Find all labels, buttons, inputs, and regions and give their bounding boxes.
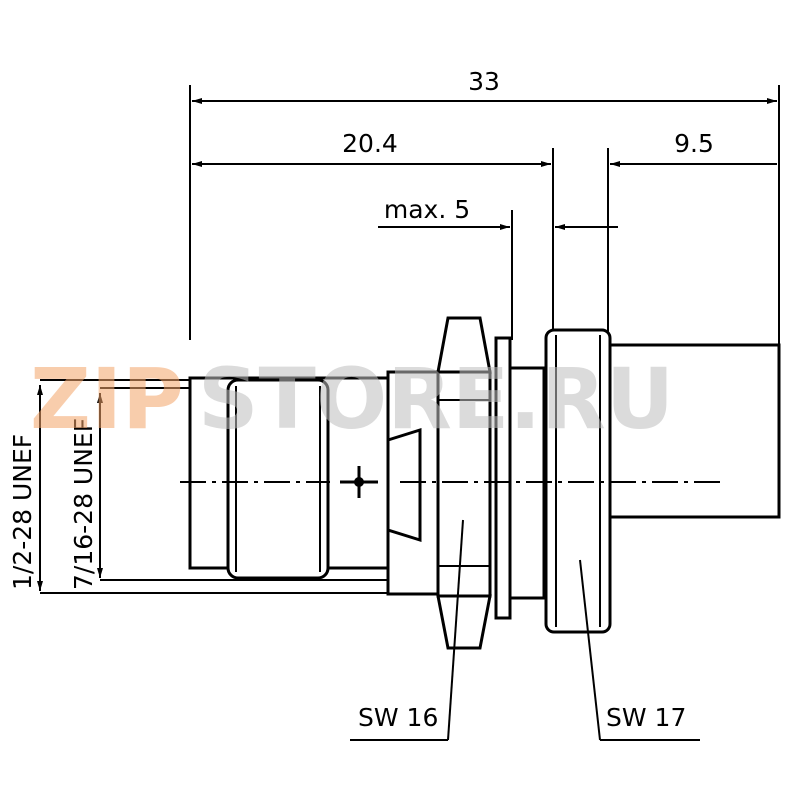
rear-tail (608, 343, 781, 519)
dim-overall-label: 33 (468, 67, 500, 96)
thread-outer-label: 1/2-28 UNEF (8, 434, 37, 590)
thread-sleeve (226, 378, 330, 580)
center-line (180, 466, 720, 498)
front-nut (436, 316, 492, 650)
nut-rear-label: SW 17 (606, 703, 686, 732)
connector-body (188, 316, 781, 650)
watermark-logo: ZIP STORE.RU (30, 350, 674, 448)
dim-panel-label: max. 5 (384, 195, 470, 224)
leader-lines (350, 519, 700, 741)
watermark-part1: ZIP (30, 350, 184, 448)
nut-front-label: SW 16 (358, 703, 438, 732)
dim-tail-label: 9.5 (674, 129, 714, 158)
dim-body-label: 20.4 (342, 129, 398, 158)
thread-inner-label: 7/16-28 UNEF (69, 418, 98, 590)
extension-lines (189, 85, 780, 345)
watermark-part2: STORE.RU (198, 350, 674, 448)
dimension-lines (192, 98, 777, 230)
